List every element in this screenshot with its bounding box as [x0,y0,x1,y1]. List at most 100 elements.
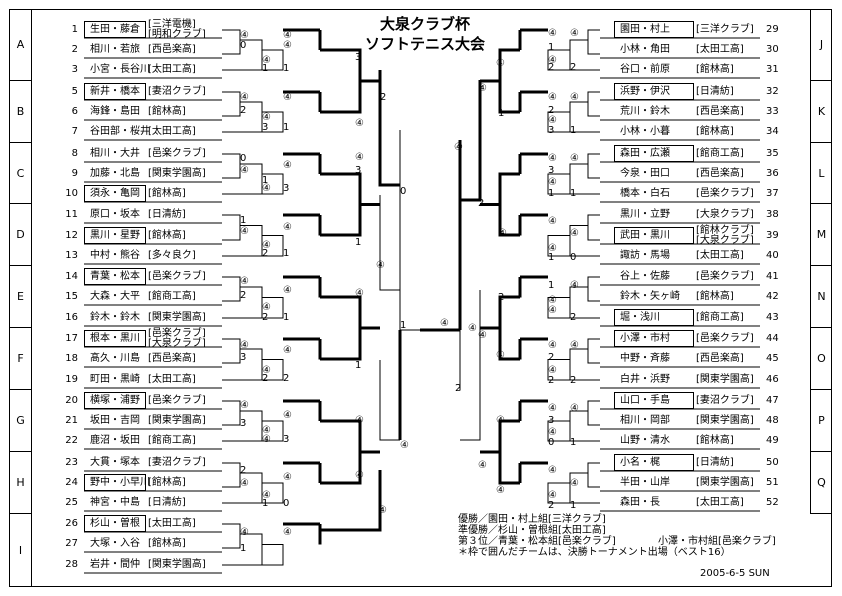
bracket-path [569,472,600,504]
group-label-I: I [10,514,32,587]
match-score: 1 [355,237,362,248]
bracket-path [262,173,284,195]
match-score: 1 [240,215,247,226]
match-score: 3 [240,418,247,429]
result-third-b: 小澤・市村組[邑楽クラブ] [658,536,776,547]
match-score: ④ [548,177,557,188]
entry-club: [館商工高] [696,148,744,159]
entry-number: 20 [65,395,78,406]
entry-number: 45 [766,353,779,364]
result-champion: 優勝／園田・村上組[三洋クラブ] [458,514,606,525]
match-score: 1 [548,252,555,263]
bracket-path [547,111,570,133]
bracket-path [569,286,600,319]
entry-number: 33 [766,106,779,117]
bracket-path [222,91,241,117]
match-score: ④ [240,276,249,287]
bracket-path [222,286,263,319]
entry-number: 1 [71,24,78,35]
entry-players: 小林・角田 [620,44,670,55]
entry-number: 48 [766,415,779,426]
match-score: ④ [548,427,557,438]
match-score: ④ [570,478,579,489]
entry-club: [館林高] [148,538,186,549]
entry-players: 町田・黒崎 [90,374,140,385]
entry-club: [大泉クラブ] [696,209,754,220]
bracket-path [569,163,600,195]
entry-number: 43 [766,312,779,323]
group-label-E: E [10,266,32,328]
entry-number: 21 [65,415,78,426]
match-score: ④ [262,425,271,436]
entry-club: [邑楽クラブ] [696,271,754,282]
match-score: ④ [262,183,271,194]
bracket-path [547,173,570,195]
entry-players: 相川・岡部 [620,415,670,426]
match-score: 3 [283,434,290,445]
entry-number: 13 [65,250,78,261]
match-score: ④ [283,40,292,51]
match-score: 1 [283,122,290,133]
match-score: ④ [570,228,579,239]
match-score: 2 [570,62,577,73]
entry-number: 3 [71,64,78,75]
title-line-2: ソフトテニス大会 [364,35,485,53]
group-label-N: N [810,266,832,328]
entry-number: 44 [766,333,779,344]
group-label-P: P [810,390,832,452]
entry-number: 28 [65,559,78,570]
group-label-L: L [810,143,832,204]
entry-players: 武田・黒川 [620,230,670,241]
entry-players: 鈴木・矢ヶ崎 [620,291,680,302]
match-score: ④ [570,28,579,39]
bracket-path [378,70,400,187]
result-note: ＊枠で囲んだチームは、決勝トーナメント出場（ベスト16） [458,547,731,558]
bracket-path [320,48,362,114]
entry-club: [館林高] [696,291,734,302]
bracket-path [262,111,284,133]
entry-club: [館林高] [148,230,186,241]
match-score: ④ [548,305,557,316]
entry-players: 青葉・松本 [90,271,140,282]
bracket-path [547,482,570,504]
bracket-path [547,420,570,442]
bracket-path [222,39,263,71]
bracket-path [320,172,362,237]
bracket-path [262,482,284,504]
match-score: 1 [570,437,577,448]
entry-players: 橋本・白石 [620,188,670,199]
entry-club: [西邑楽高] [696,106,744,117]
entry-number: 29 [766,24,779,35]
match-score: 1 [548,280,555,291]
group-label-Q: Q [810,452,832,514]
match-score: ④ [240,30,249,41]
match-score: ④ [262,302,271,313]
group-label-G: G [10,390,32,452]
entry-club: [太田工高] [148,374,196,385]
match-score: 1 [262,63,269,74]
entry-club: [館林高] [148,477,186,488]
entry-club: [西邑楽高] [148,44,196,55]
entry-club: [太田工高] [696,250,744,261]
entry-number: 47 [766,395,779,406]
entry-players: 半田・山岸 [620,477,670,488]
bracket-path [222,276,241,302]
entry-number: 23 [65,457,78,468]
entry-players: 相川・大井 [90,148,140,159]
match-score: 2 [240,465,247,476]
match-score: ④ [283,285,292,296]
entry-players: 黒川・星野 [90,230,140,241]
bracket-path [222,225,263,257]
entry-number: 19 [65,374,78,385]
match-score: ④ [262,365,271,376]
bracket-path [587,29,600,55]
match-score: ④ [283,410,292,421]
match-score: ④ [355,470,364,481]
match-score: 1 [355,360,362,371]
entry-number: 11 [65,209,78,220]
entry-club: [館商工高] [148,291,196,302]
entry-number: 10 [65,188,78,199]
entry-players: 大貫・塚本 [90,457,140,468]
entry-players: 海鋒・島田 [90,106,140,117]
match-score: ④ [496,58,505,69]
